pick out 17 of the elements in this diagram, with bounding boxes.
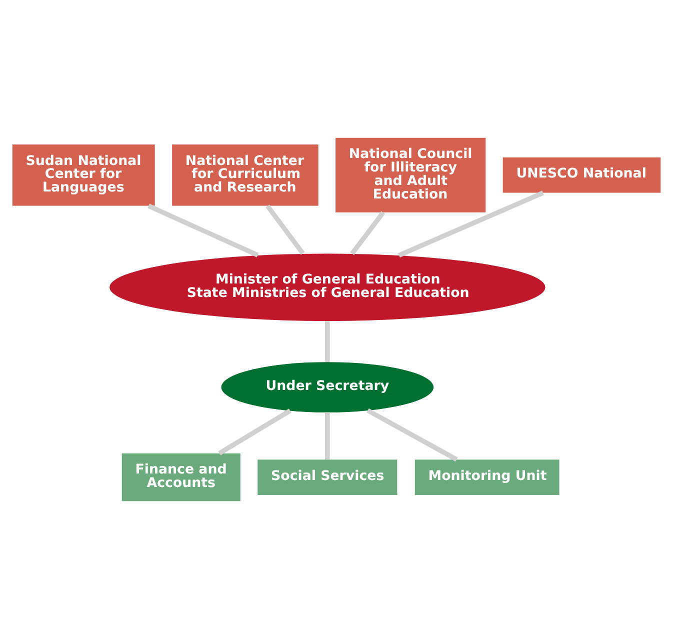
connector — [266, 204, 305, 255]
node-box: Monitoring Unit — [414, 460, 560, 495]
connector — [325, 321, 330, 362]
connector — [350, 211, 386, 256]
connector — [218, 408, 292, 456]
node-box: National Center for Curriculum and Research — [172, 144, 318, 206]
node-ellipse: Under Secretary — [221, 362, 434, 412]
node-box: Finance and Accounts — [122, 453, 240, 502]
node-box: National Council for Illiteracy and Adult Education — [336, 138, 486, 212]
connector — [325, 412, 330, 460]
node-box: Social Services — [258, 460, 398, 495]
node-ellipse: Minister of General Education State Ministries of General Education — [110, 254, 546, 321]
node-box: Sudan National Center for Languages — [12, 144, 155, 206]
connector — [148, 204, 259, 258]
connector — [398, 190, 544, 258]
connector — [366, 408, 458, 462]
node-box: UNESCO National — [502, 157, 661, 193]
